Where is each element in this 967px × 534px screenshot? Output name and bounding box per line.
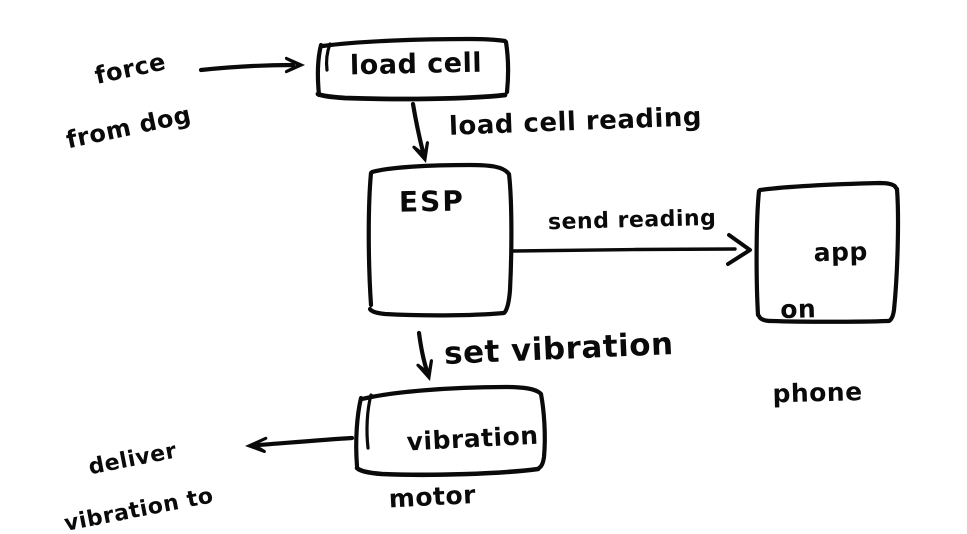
annotation-deliver-line1: deliver — [86, 438, 179, 480]
annotation-force-line2: from dog — [63, 100, 194, 154]
node-load-cell-box[interactable] — [315, 36, 511, 102]
node-label-app-line1: app — [813, 236, 869, 268]
edge-esp-to-motor-arrow — [416, 330, 434, 381]
edge-force-to-load-cell-arrow — [198, 56, 305, 74]
annotation-force-line1: force — [92, 47, 169, 90]
node-label-app-line3: phone — [772, 377, 863, 409]
node-label-motor-line2: motor — [388, 480, 477, 514]
node-label-app-line2: on — [779, 294, 817, 325]
node-label-esp: ESP — [398, 184, 466, 219]
node-label-motor-line1: vibration — [405, 420, 540, 457]
node-label-vibration-motor: vibration motor — [368, 394, 545, 534]
node-esp-box[interactable] — [366, 162, 514, 318]
node-vibration-motor-box[interactable] — [354, 384, 547, 478]
node-app-on-phone-box[interactable] — [754, 180, 901, 324]
node-label-app-on-phone: app on phone — [772, 210, 874, 464]
edge-load-cell-to-esp-arrow — [410, 101, 430, 163]
edge-label-send-reading: send reading — [547, 205, 717, 236]
annotation-deliver-line2: vibration to — [62, 483, 216, 534]
edge-motor-to-dog-arrow — [245, 435, 355, 454]
node-label-load-cell: load cell — [349, 47, 483, 82]
edge-esp-to-app-arrow — [511, 233, 752, 266]
